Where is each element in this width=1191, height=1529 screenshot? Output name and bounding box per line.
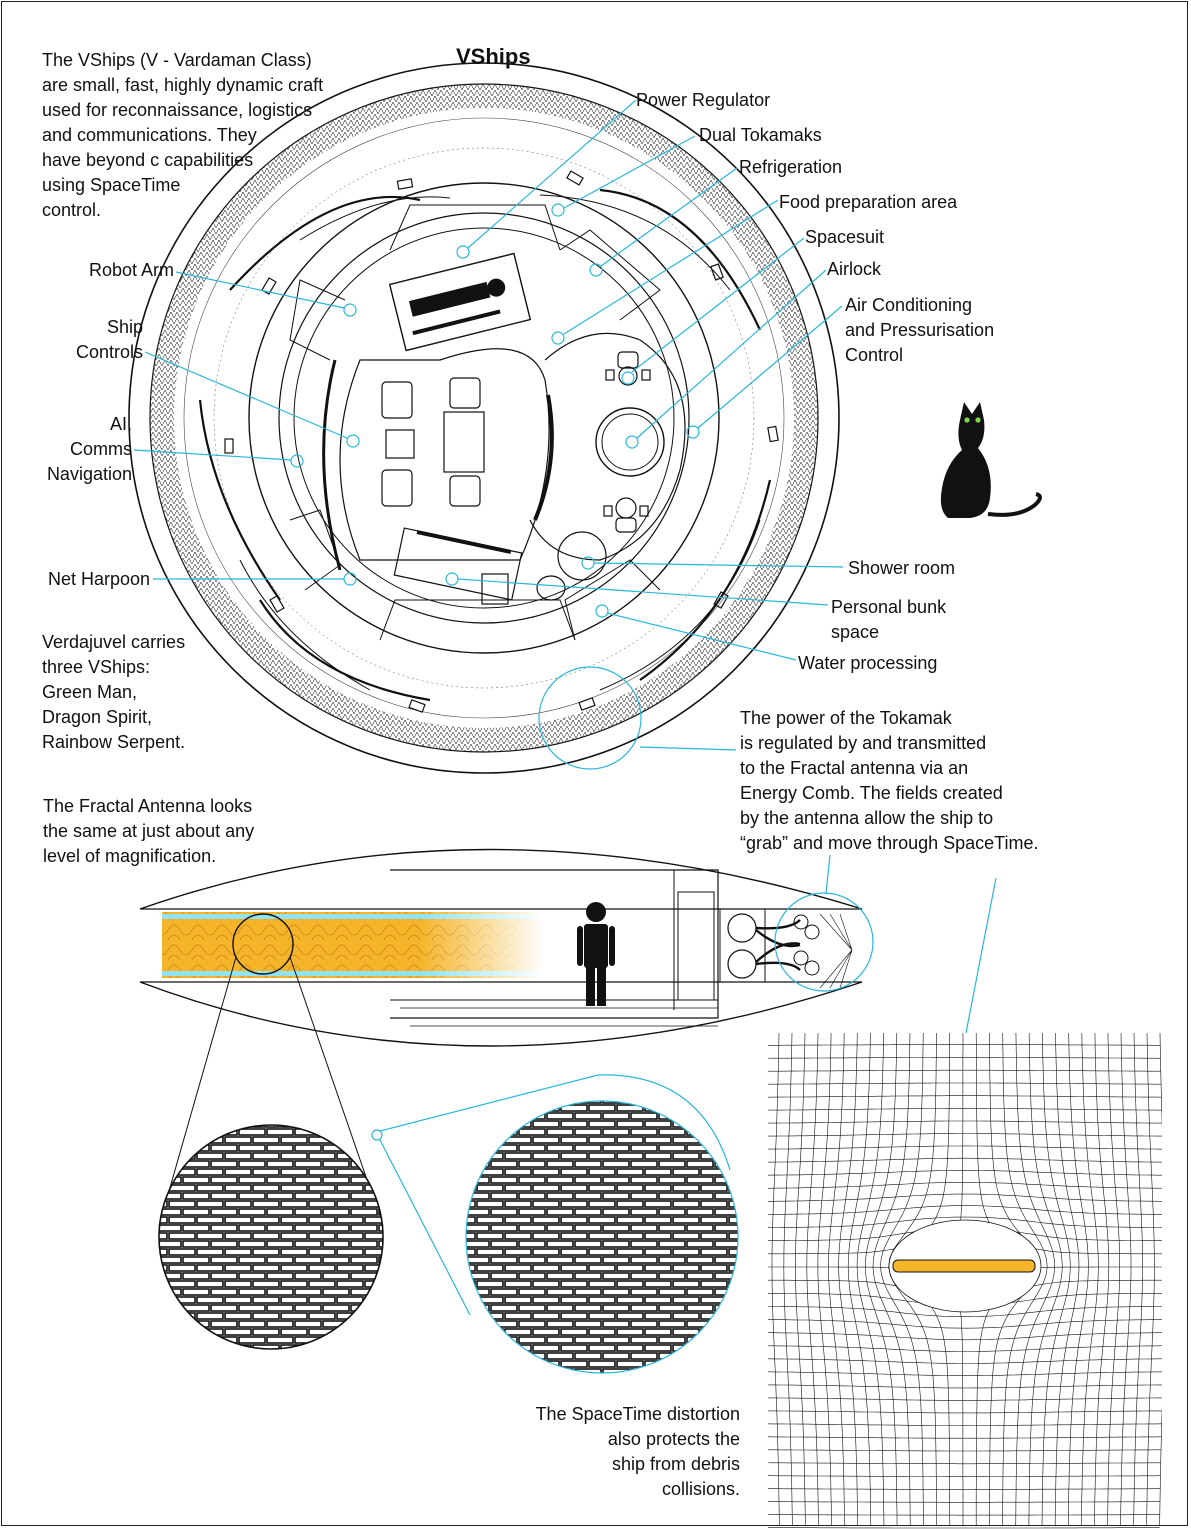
- label-personal-bunk: Personal bunk space: [831, 597, 947, 642]
- fractal-zoom: [158, 956, 739, 1374]
- label-spacesuit: Spacesuit: [805, 227, 885, 247]
- label-robot-arm: Robot Arm: [88, 260, 174, 280]
- carries-text: Verdajuvel carries three VShips: Green M…: [42, 632, 186, 752]
- label-power-regulator: Power Regulator: [636, 90, 771, 110]
- power-note: The power of the Tokamak is regulated by…: [740, 708, 1039, 853]
- fractal-note: The Fractal Antenna looks the same at ju…: [43, 796, 255, 866]
- human-figure-icon: [577, 902, 615, 1006]
- label-refrigeration: Refrigeration: [739, 157, 843, 177]
- intro-text: The VShips (V - Vardaman Class) are smal…: [42, 50, 324, 220]
- cat-icon: [940, 402, 1042, 518]
- label-ship-controls: Ship Controls: [75, 317, 143, 362]
- grid-ship: [888, 877, 1042, 1313]
- label-shower-room: Shower room: [848, 558, 956, 578]
- label-air-conditioning: Air Conditioning and Pressurisation Cont…: [845, 295, 995, 365]
- sleeping-figure-icon: [408, 278, 506, 336]
- label-airlock: Airlock: [827, 259, 882, 279]
- label-water-processing: Water processing: [798, 653, 938, 673]
- label-ai-comms: AI, Comms Navigation: [46, 414, 132, 484]
- label-food-prep: Food preparation area: [779, 192, 958, 212]
- ship-plan: [128, 62, 840, 774]
- page-title: VShips: [456, 44, 531, 69]
- callout-leaders: [133, 99, 844, 770]
- side-profile: [139, 848, 874, 1047]
- label-dual-tokamaks: Dual Tokamaks: [699, 125, 822, 145]
- label-net-harpoon: Net Harpoon: [48, 569, 151, 589]
- spacetime-note: The SpaceTime distortion also protects t…: [535, 1404, 740, 1499]
